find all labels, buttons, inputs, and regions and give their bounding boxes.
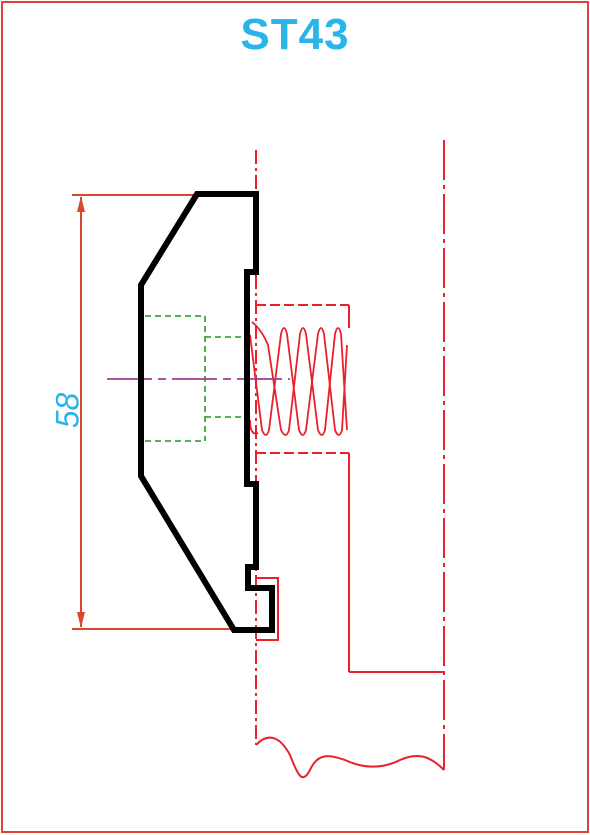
spring-coils-back: [249, 327, 348, 436]
drawing-title: ST43: [240, 10, 350, 59]
compression-spring: [249, 321, 348, 436]
lower-tab: [256, 577, 279, 641]
dimension-arrow-bottom: [77, 612, 85, 628]
spring-coils: [251, 321, 348, 436]
assembly-outline: [255, 140, 445, 779]
dimension-58: [72, 194, 234, 630]
break-line: [255, 736, 445, 779]
part-profile: [138, 191, 275, 633]
spring-end-bottom: [249, 419, 259, 435]
dimension-value: 58: [49, 392, 86, 429]
dimension-arrow-top: [77, 196, 85, 212]
